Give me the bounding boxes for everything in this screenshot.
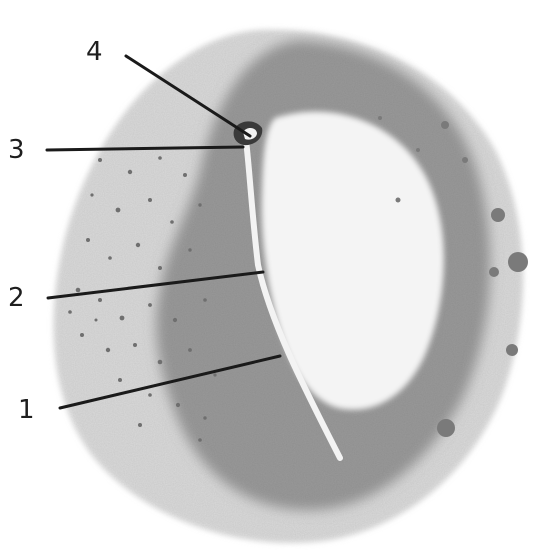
label-2: 2 bbox=[8, 283, 25, 313]
label-4: 4 bbox=[86, 37, 103, 67]
label-1: 1 bbox=[18, 395, 35, 425]
label-3: 3 bbox=[8, 135, 25, 165]
